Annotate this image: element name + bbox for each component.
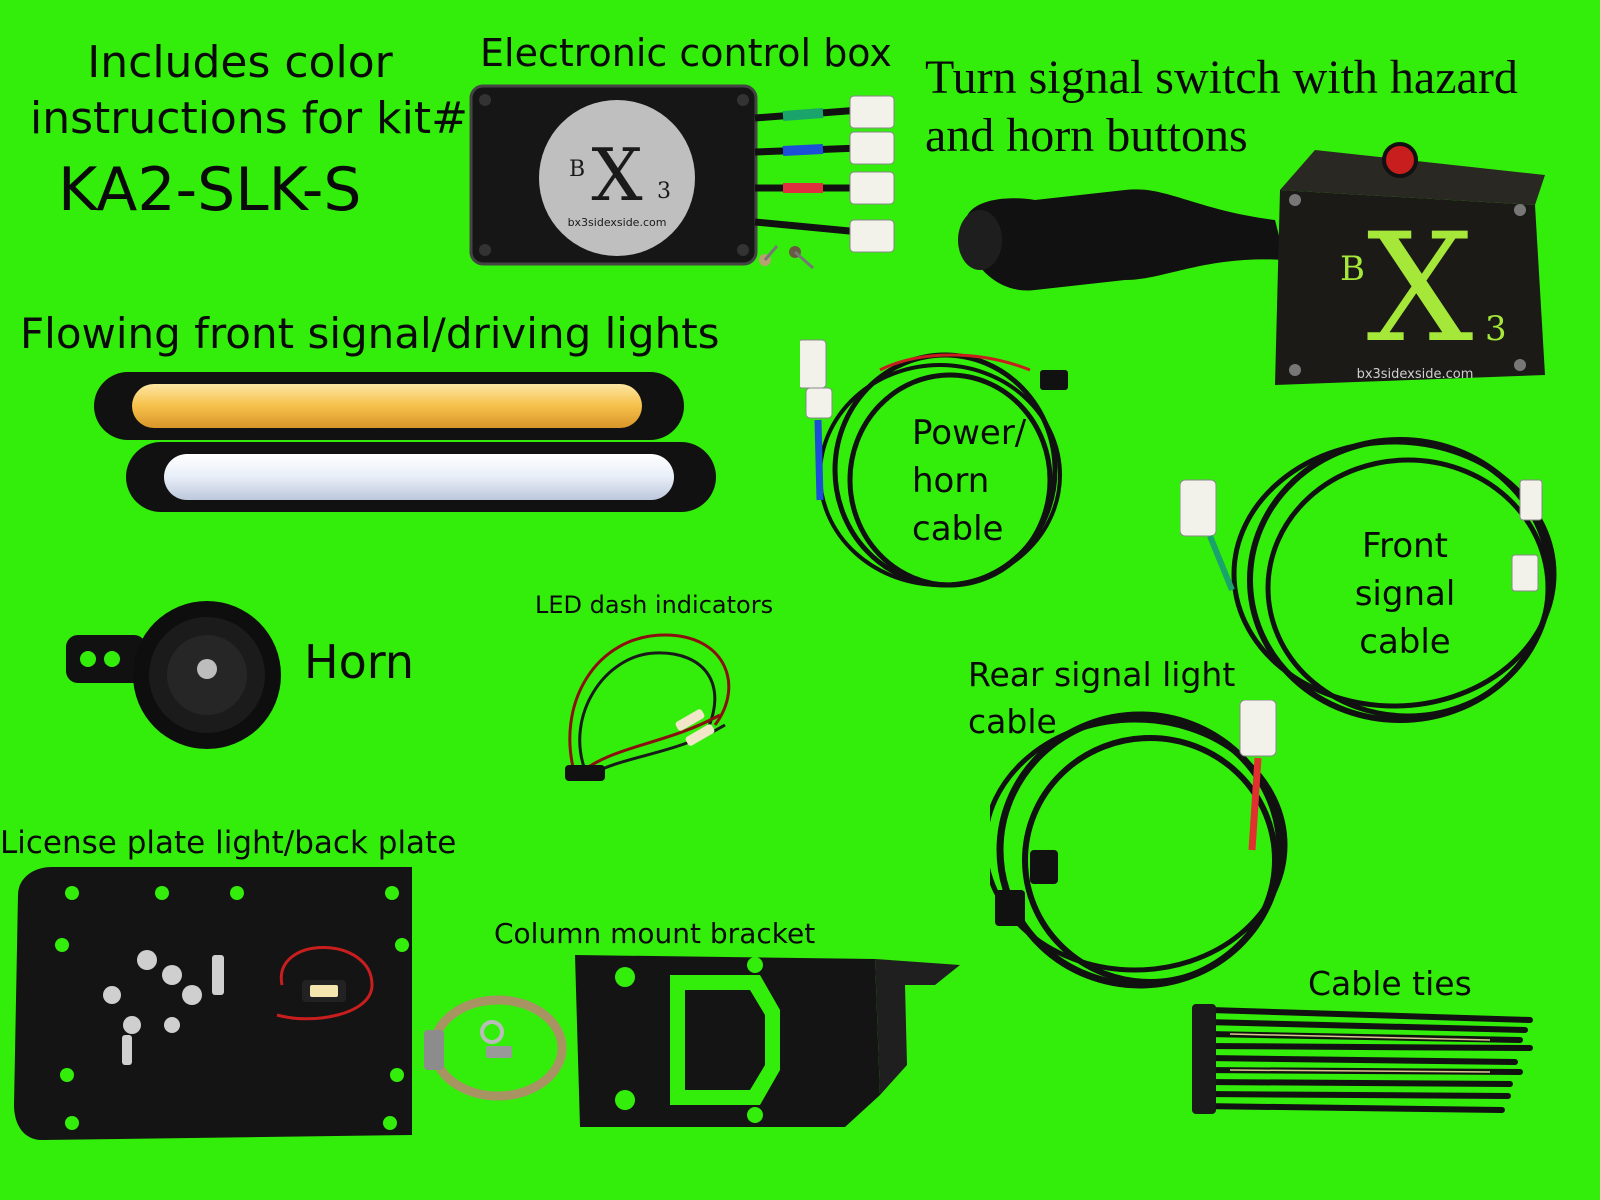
svg-text:3: 3 [1485, 309, 1507, 349]
turn-signal-switch-image: X B 3 bx3sidexside.com [958, 142, 1545, 385]
bx3-switch-logo-icon: X B 3 [1340, 202, 1507, 376]
front-lights-label: Flowing front signal/driving lights [20, 309, 720, 358]
svg-text:X: X [591, 133, 642, 217]
front-cable-label-line3: cable [1359, 622, 1451, 662]
license-plate-image [14, 867, 412, 1140]
switch-label-line1: Turn signal switch with hazard [925, 51, 1518, 104]
kit-number: KA2-SLK-S [58, 155, 362, 225]
cable-ties-label: Cable ties [1308, 964, 1472, 1003]
switch-url: bx3sidexside.com [1357, 367, 1474, 382]
rear-signal-cable-image [990, 700, 1288, 989]
power-cable-label-line3: cable [912, 509, 1004, 549]
kit-intro-line1: Includes color [87, 37, 393, 88]
front-signal-cable-image [1180, 437, 1557, 723]
column-bracket-label: Column mount bracket [494, 917, 816, 950]
column-mount-bracket-image [575, 955, 960, 1127]
svg-text:X: X [1367, 202, 1474, 376]
license-plate-label: License plate light/back plate [0, 825, 457, 861]
control-box-url: bx3sidexside.com [568, 216, 667, 229]
power-cable-label-line2: horn [912, 461, 990, 501]
bx3-logo-icon: X B 3 [569, 133, 671, 217]
cable-ties-image [1192, 1004, 1533, 1114]
svg-text:3: 3 [657, 179, 671, 204]
control-box-image: X B 3 bx3sidexside.com [469, 84, 895, 270]
svg-text:B: B [569, 157, 585, 182]
horn-label: Horn [304, 635, 414, 689]
rear-cable-label-line1: Rear signal light [968, 655, 1236, 694]
power-horn-cable-image [800, 339, 1068, 588]
horn-image [66, 601, 281, 749]
svg-text:B: B [1340, 249, 1365, 289]
kit-intro-line2: instructions for kit# [30, 93, 468, 144]
led-dash-indicators-image [565, 633, 731, 781]
hose-clamp-image [424, 995, 567, 1101]
front-lights-image [94, 372, 716, 512]
rear-cable-label-line2: cable [968, 702, 1057, 741]
control-box-label: Electronic control box [480, 31, 892, 75]
switch-label-line2: and horn buttons [925, 109, 1248, 162]
dash-indicators-label: LED dash indicators [535, 591, 774, 619]
front-cable-label-line2: signal [1354, 574, 1456, 614]
power-cable-label-line1: Power/ [912, 413, 1027, 453]
front-cable-label-line1: Front [1362, 526, 1448, 566]
